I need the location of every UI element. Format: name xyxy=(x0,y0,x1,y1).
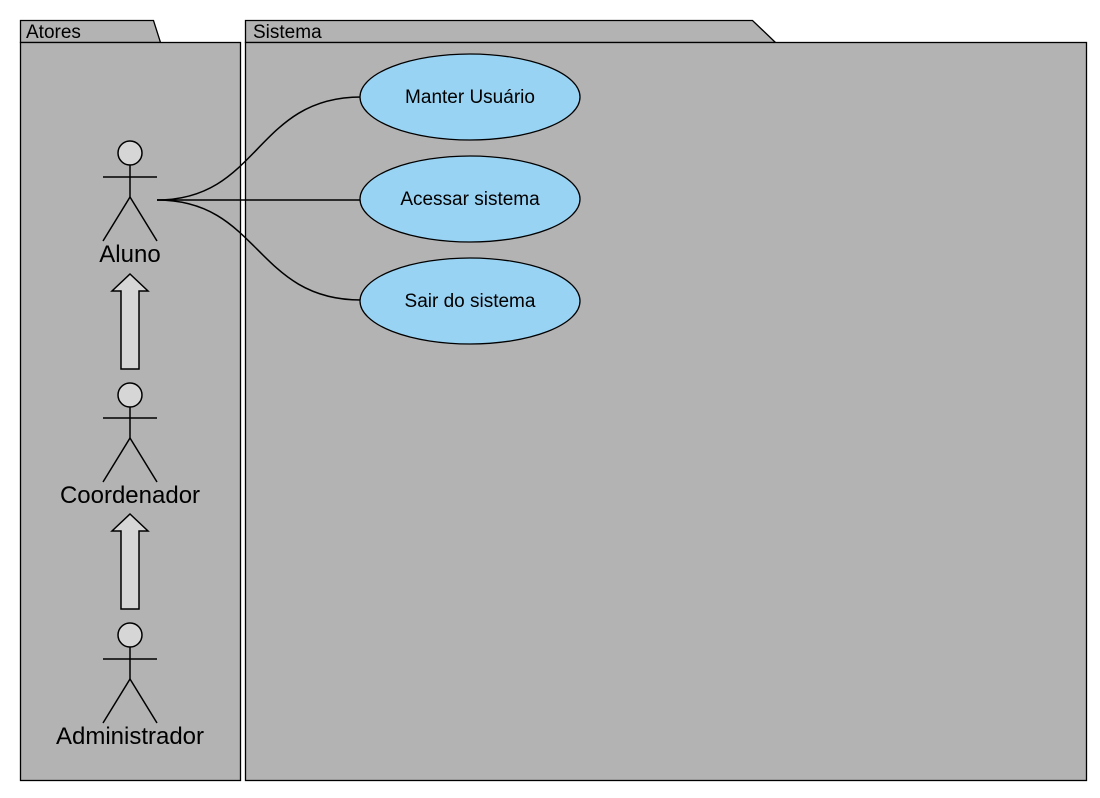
package-sistema-tab xyxy=(244,19,778,44)
use-case-acessar-sistema[interactable]: Acessar sistema xyxy=(359,155,581,243)
actor-left-leg xyxy=(102,678,131,724)
actor-right-leg xyxy=(129,437,158,483)
actor-head xyxy=(117,382,143,408)
use-case-label: Manter Usuário xyxy=(405,87,535,108)
actor-coordenador[interactable]: Coordenador xyxy=(60,382,200,509)
actor-administrador[interactable]: Administrador xyxy=(56,622,204,750)
package-sistema-body xyxy=(244,41,1088,782)
actor-head xyxy=(117,140,143,166)
use-case-ellipse[interactable] xyxy=(359,257,581,345)
use-case-ellipse[interactable] xyxy=(359,155,581,243)
actor-head xyxy=(117,622,143,648)
associations xyxy=(156,96,362,301)
actor-left-leg xyxy=(102,437,131,483)
package-sistema-title: Sistema xyxy=(253,22,322,43)
use-case-manter-usuario[interactable]: Manter Usuário xyxy=(359,53,581,141)
use-case-label: Sair do sistema xyxy=(405,291,536,312)
use-case-ellipse[interactable] xyxy=(359,53,581,141)
actor-right-leg xyxy=(129,196,158,242)
generalization-arrow-administrador-to-coordenador xyxy=(110,512,150,610)
package-atores-title: Atores xyxy=(26,22,81,43)
actor-label: Aluno xyxy=(99,241,160,268)
actor-aluno[interactable]: Aluno xyxy=(99,140,161,268)
package-sistema: Sistema xyxy=(244,19,1088,782)
association-line-sair-do-sistema xyxy=(156,199,362,301)
use-case-label: Acessar sistema xyxy=(400,189,540,210)
actor-right-leg xyxy=(129,678,158,724)
generalization-arrow-coordenador-to-aluno xyxy=(110,272,150,370)
use-case-sair-do-sistema[interactable]: Sair do sistema xyxy=(359,257,581,345)
actor-label: Coordenador xyxy=(60,482,200,509)
association-line-manter-usuario xyxy=(156,96,362,201)
actor-label: Administrador xyxy=(56,723,204,750)
actor-left-leg xyxy=(102,196,131,242)
